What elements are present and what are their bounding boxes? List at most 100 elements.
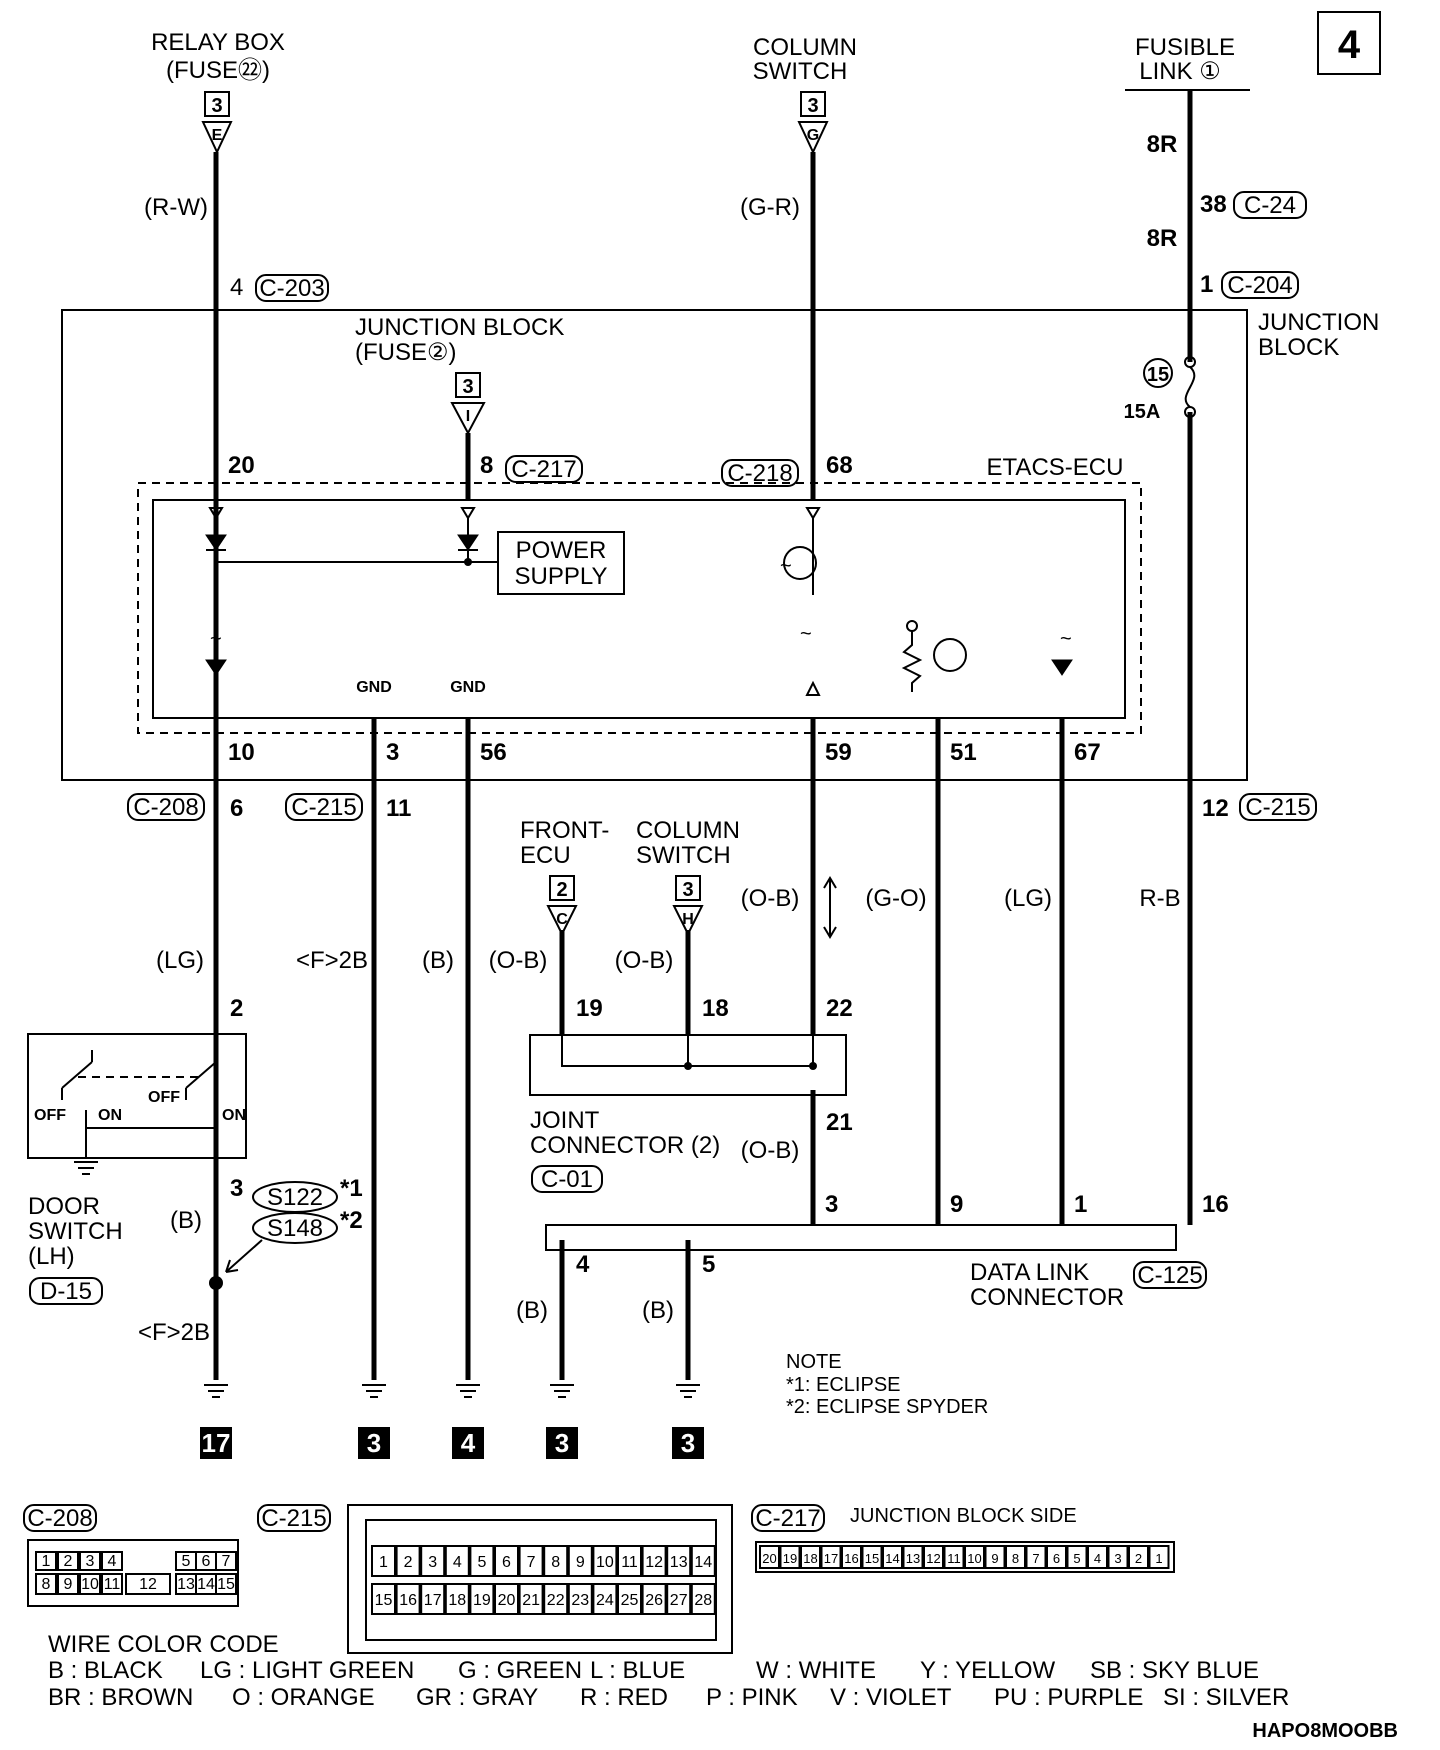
column-switch-mid-box-num: 3 (682, 879, 693, 901)
c217-pin-cell (1066, 1545, 1088, 1569)
c208-pin-cell (215, 1573, 237, 1595)
junction-block-title-1: JUNCTION (1258, 309, 1379, 336)
d15-label: D-15 (40, 1278, 92, 1305)
column-switch-mid-label-2: SWITCH (636, 842, 731, 869)
fuse-15-rating: 15A (1124, 401, 1161, 423)
wire-color-entry: V : VIOLET (830, 1684, 952, 1711)
c208-pin-cell (79, 1573, 101, 1595)
c215-pin-cell (690, 1545, 716, 1577)
c215-pin-cell (371, 1583, 396, 1615)
wire-color-entry: PU : PURPLE (994, 1684, 1143, 1711)
fusible-link-pin-a: 38 (1200, 191, 1227, 218)
wire-color-entry: W : WHITE (756, 1657, 876, 1684)
c215-pin-cell (469, 1583, 495, 1615)
door-switch-box (27, 1033, 247, 1159)
relay-box-box-icon (204, 91, 230, 117)
data-link-label-1: DATA LINK (970, 1259, 1089, 1286)
ground-number: 3 (367, 1428, 381, 1458)
c217-pin-cell (1046, 1545, 1067, 1569)
c208-view-badge (23, 1504, 97, 1532)
fusible-link-label-1: FUSIBLE (1135, 34, 1235, 61)
d15-connector-badge (29, 1277, 103, 1305)
etacs-gnd-a: GND (356, 679, 392, 696)
c208-pin-label: 10 (81, 1576, 99, 1593)
c215-pin-cell (395, 1583, 421, 1615)
c217-pin-cell (943, 1545, 965, 1569)
c215-pin-label: 18 (448, 1592, 466, 1609)
c218-label: C-218 (727, 460, 792, 487)
c215-pin-cell (617, 1583, 642, 1615)
wire-color-entry: SI : SILVER (1163, 1684, 1289, 1711)
c217-pin-cell (923, 1545, 944, 1569)
c217-label: C-217 (511, 456, 576, 483)
door-switch-label-2: SWITCH (28, 1218, 123, 1245)
wire-lg2-label: (LG) (1004, 885, 1052, 912)
etacs-51-transistor-icon (933, 638, 967, 672)
dlc-pin-4: 4 (576, 1251, 590, 1278)
door-switch-label-3: (LH) (28, 1243, 75, 1270)
c208-pin-label: 1 (42, 1553, 51, 1570)
c215-view-housing (347, 1504, 733, 1654)
fusible-link-label-2: LINK ① (1139, 58, 1221, 85)
joint-dot-1 (684, 1062, 692, 1070)
c208-pin-cell (101, 1573, 123, 1595)
c208-pin-cell (79, 1551, 101, 1571)
etacs-59-tilde: ~ (800, 623, 812, 645)
etacs-51-pullup-icon (906, 620, 918, 632)
c215-pin-cell (494, 1583, 519, 1615)
front-ecu-connector-icon (546, 905, 578, 937)
c217-pin-cell (964, 1545, 985, 1569)
etacs-pin-8: 8 (480, 452, 493, 479)
c215-right-connector-badge (1239, 793, 1317, 821)
etacs-bottom-pin: 51 (950, 739, 977, 766)
c215-pin-cell (567, 1545, 593, 1577)
column-switch-top-wire-color: (G-R) (740, 194, 800, 221)
wire-color-entry: SB : SKY BLUE (1090, 1657, 1259, 1684)
front-ecu-box-num: 2 (556, 879, 567, 901)
fusible-link-wire-a: 8R (1147, 131, 1178, 158)
c208-pin-label: 3 (86, 1553, 95, 1570)
door-switch-contact-legs (61, 1088, 187, 1100)
wire-go-label: (G-O) (865, 885, 926, 912)
c215-pin-cell (641, 1545, 667, 1577)
c217-pin-label: 7 (1032, 1551, 1039, 1566)
relay-box-pin: E (212, 127, 223, 144)
c208-pin-label: 7 (222, 1553, 231, 1570)
c215-pin-label: 5 (477, 1554, 486, 1571)
c208-pin-cell (215, 1551, 237, 1571)
c215-label: C-215 (291, 794, 356, 821)
c215-pin-cell (444, 1583, 470, 1615)
c215-pin-cell (444, 1545, 470, 1577)
dlc-top-pin: 9 (950, 1191, 963, 1218)
etacs-bottom-pin: 3 (386, 739, 399, 766)
c215-pin-label: 22 (547, 1592, 565, 1609)
c215-pin-label: 14 (694, 1554, 712, 1571)
c208-pin: 6 (230, 795, 243, 822)
junction-block-box (61, 309, 1248, 781)
door-switch-off-2: OFF (148, 1089, 180, 1106)
c215-pin-cell (592, 1545, 618, 1577)
c215-pin-cell (666, 1545, 692, 1577)
c215-pin-cell (617, 1545, 642, 1577)
door-switch-label-1: DOOR (28, 1193, 100, 1220)
power-supply-label-2: SUPPLY (515, 563, 608, 590)
etacs-bottom-pin: 59 (825, 739, 852, 766)
c217-pin-label: 20 (762, 1551, 776, 1566)
c215-pin-label: 28 (694, 1592, 712, 1609)
c215-pin-label: 4 (453, 1554, 462, 1571)
c215-pin-cell (641, 1583, 667, 1615)
column-switch-top-pin: G (807, 127, 819, 144)
c215-pin-cell (420, 1545, 446, 1577)
joint-pin-22: 22 (826, 995, 853, 1022)
etacs-ecu-outline (137, 482, 1142, 734)
c217-pin-cell (800, 1545, 821, 1569)
wire-color-entry: Y : YELLOW (920, 1657, 1056, 1684)
column-switch-top-label-1: COLUMN (753, 34, 857, 61)
jb-fuse-connector-icon (450, 402, 486, 436)
wire-color-entry: G : GREEN (458, 1657, 582, 1684)
drawing-code: HAPO8MOOBB (1252, 1720, 1398, 1742)
